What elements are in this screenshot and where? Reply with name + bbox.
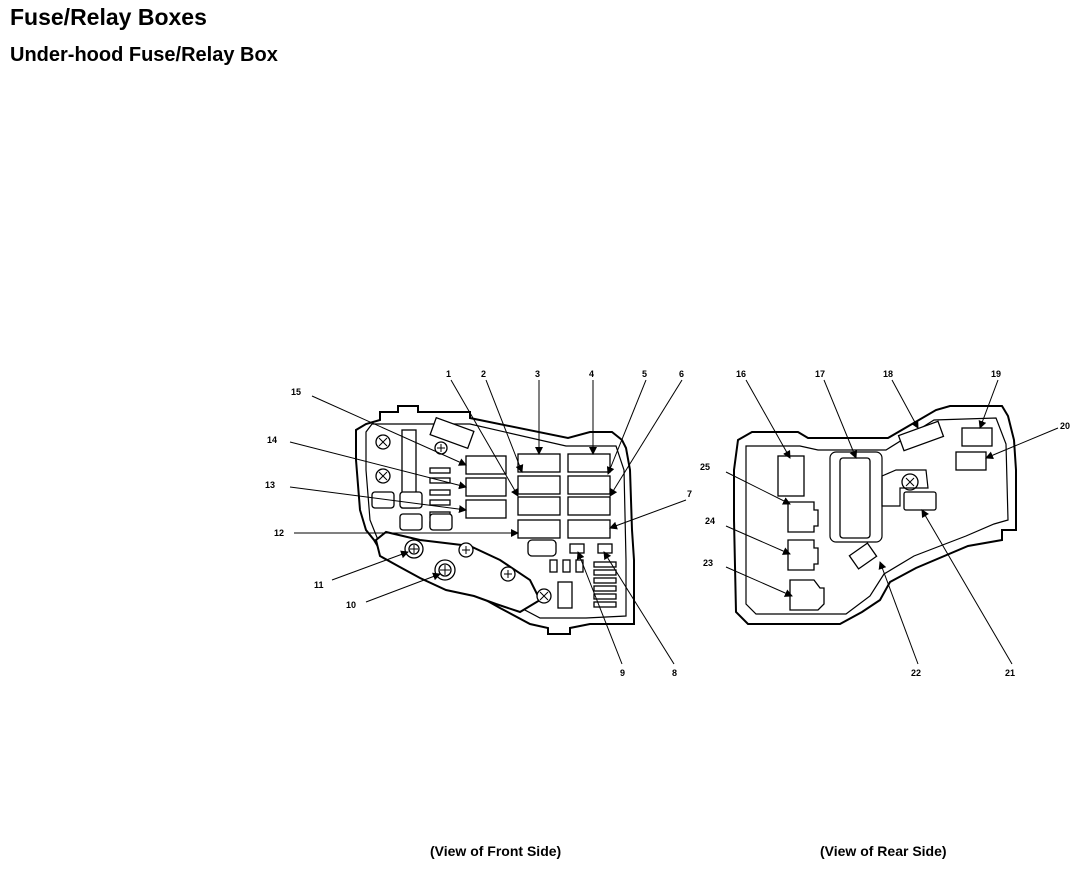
label-2: 2 xyxy=(481,369,486,379)
rear-block-22 xyxy=(848,542,878,570)
rear-connector-24 xyxy=(787,539,819,571)
label-22: 22 xyxy=(911,668,921,678)
mini-fuse-d xyxy=(429,499,451,506)
label-8: 8 xyxy=(672,668,677,678)
rear-block-19 xyxy=(961,427,993,447)
page-title: Fuse/Relay Boxes xyxy=(10,4,207,30)
small-fuse-8 xyxy=(597,543,613,554)
relay-14 xyxy=(465,477,507,497)
fuse-row1-left xyxy=(517,453,561,473)
small-relay-c xyxy=(399,513,423,531)
fuse-row1-right xyxy=(567,453,611,473)
label-20: 20 xyxy=(1060,421,1070,431)
fuse-row2-left xyxy=(517,475,561,495)
label-12: 12 xyxy=(274,528,284,538)
label-24: 24 xyxy=(705,516,715,526)
fuse-row2-right xyxy=(567,475,611,495)
lower-block xyxy=(557,581,573,609)
rear-block-21 xyxy=(903,491,937,511)
rear-block-20 xyxy=(955,451,987,471)
rear-leaders xyxy=(725,379,1059,665)
front-leaders xyxy=(289,379,687,665)
stack-6 xyxy=(593,601,617,608)
rear-block-17 xyxy=(839,457,871,539)
stack-2 xyxy=(593,569,617,576)
label-9: 9 xyxy=(620,668,625,678)
label-18: 18 xyxy=(883,369,893,379)
label-17: 17 xyxy=(815,369,825,379)
rear-connector-25 xyxy=(787,501,819,533)
mini-fuse-c xyxy=(429,489,451,496)
label-23: 23 xyxy=(703,558,713,568)
label-15: 15 xyxy=(291,387,301,397)
stack-3 xyxy=(593,577,617,584)
lower-relay xyxy=(527,539,557,557)
label-6: 6 xyxy=(679,369,684,379)
small-relay-d xyxy=(429,513,453,531)
mini-fuse-a xyxy=(429,467,451,474)
label-21: 21 xyxy=(1005,668,1015,678)
front-view-caption: (View of Front Side) xyxy=(430,843,562,859)
page-subtitle: Under-hood Fuse/Relay Box xyxy=(10,44,278,66)
label-25: 25 xyxy=(700,462,710,472)
label-1: 1 xyxy=(446,369,451,379)
front-housing xyxy=(355,405,635,635)
rear-relay-16 xyxy=(777,455,805,497)
rear-connector-23 xyxy=(789,579,825,611)
stack-1 xyxy=(593,561,617,568)
fuse-row3-right xyxy=(567,496,611,516)
label-14: 14 xyxy=(267,435,277,445)
rear-view-caption: (View of Rear Side) xyxy=(820,843,947,859)
label-19: 19 xyxy=(991,369,1001,379)
label-11: 11 xyxy=(314,580,324,590)
rear-bracket xyxy=(881,469,929,507)
label-13: 13 xyxy=(265,480,275,490)
label-10: 10 xyxy=(346,600,356,610)
front-view: 1 2 3 4 5 6 7 8 9 10 11 12 13 14 15 xyxy=(265,369,692,678)
small-fuse-9 xyxy=(569,543,585,554)
rear-view: 16 17 18 19 20 21 22 23 24 25 xyxy=(700,369,1070,678)
top-plate xyxy=(429,416,475,450)
stack-4 xyxy=(593,585,617,592)
rear-housing-inner xyxy=(745,417,1009,615)
small-relay-b xyxy=(399,491,423,509)
label-3: 3 xyxy=(535,369,540,379)
label-4: 4 xyxy=(589,369,594,379)
small-relay-a xyxy=(371,491,395,509)
fuse-row4-left xyxy=(517,519,561,539)
label-7: 7 xyxy=(687,489,692,499)
label-16: 16 xyxy=(736,369,746,379)
slot-b xyxy=(562,559,571,573)
label-5: 5 xyxy=(642,369,647,379)
stack-5 xyxy=(593,593,617,600)
relay-13 xyxy=(465,499,507,519)
slot-a xyxy=(549,559,558,573)
fuse-row3-left xyxy=(517,496,561,516)
fuse-row4-right xyxy=(567,519,611,539)
